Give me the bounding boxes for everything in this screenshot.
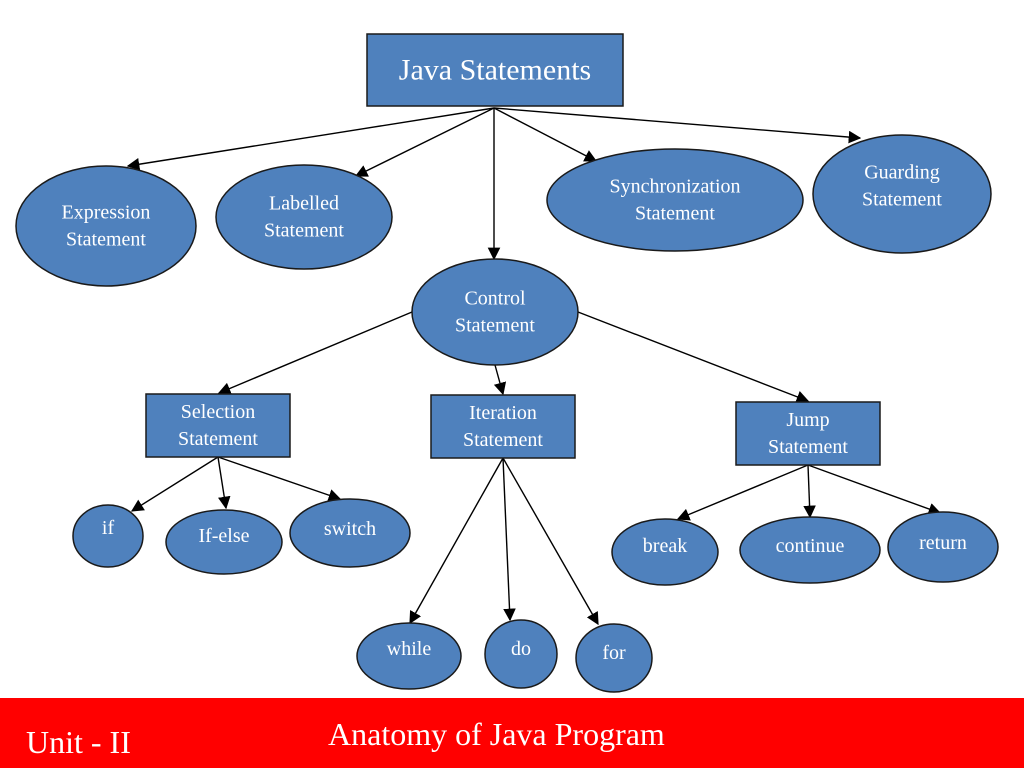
node-switch-shape bbox=[289, 498, 411, 568]
edge-jump-to-continue bbox=[803, 464, 816, 519]
edges bbox=[126, 107, 942, 626]
node-labelled-label: Statement bbox=[264, 220, 344, 242]
node-if: if bbox=[72, 504, 144, 568]
node-control-shape bbox=[411, 258, 579, 366]
node-while-shape bbox=[356, 622, 462, 690]
node-guarding-shape bbox=[812, 134, 992, 254]
node-selection-shape bbox=[145, 393, 291, 458]
footer-title: Anatomy of Java Program bbox=[328, 716, 665, 752]
node-labelled-label: Labelled bbox=[269, 193, 339, 215]
node-continue-label: continue bbox=[776, 535, 845, 557]
node-break: break bbox=[611, 518, 719, 586]
footer-bar: Unit - II Anatomy of Java Program bbox=[0, 698, 1024, 768]
node-synchronization-shape bbox=[546, 148, 804, 252]
java-statements-diagram: Java StatementsExpressionStatementLabell… bbox=[15, 33, 999, 693]
edge-root-to-labelled bbox=[354, 107, 495, 177]
node-return-shape bbox=[887, 511, 999, 583]
footer-unit-label: Unit - II bbox=[26, 724, 131, 760]
edge-root-to-expression bbox=[126, 107, 495, 171]
node-do: do bbox=[484, 619, 558, 689]
node-do-label: do bbox=[511, 638, 531, 660]
node-jump-label: Jump bbox=[786, 409, 829, 431]
edge-root-to-guarding bbox=[493, 107, 862, 144]
edge-jump-to-return bbox=[807, 464, 942, 516]
node-switch-label: switch bbox=[324, 518, 376, 540]
node-if-label: if bbox=[102, 517, 115, 539]
node-while-label: while bbox=[387, 638, 432, 660]
node-selection-label: Statement bbox=[178, 428, 258, 450]
node-while: while bbox=[356, 622, 462, 690]
nodes: Java StatementsExpressionStatementLabell… bbox=[15, 33, 999, 693]
node-return: return bbox=[887, 511, 999, 583]
node-return-label: return bbox=[919, 532, 967, 554]
node-for-label: for bbox=[602, 642, 626, 664]
node-ifelse-label: If-else bbox=[198, 525, 249, 547]
edge-iteration-to-while bbox=[409, 457, 504, 625]
edge-control-to-iteration bbox=[493, 364, 507, 396]
node-iteration-label: Statement bbox=[463, 429, 543, 451]
node-labelled-shape bbox=[215, 164, 393, 270]
node-continue: continue bbox=[739, 516, 881, 584]
node-control-label: Statement bbox=[455, 315, 535, 337]
node-iteration-label: Iteration bbox=[469, 402, 537, 424]
node-ifelse-shape bbox=[165, 509, 283, 575]
edge-control-to-jump bbox=[577, 311, 810, 403]
edge-selection-to-switch bbox=[217, 456, 342, 502]
node-break-label: break bbox=[643, 535, 687, 557]
node-iteration-shape bbox=[430, 394, 576, 459]
node-selection-label: Selection bbox=[181, 401, 255, 423]
node-synchronization-label: Statement bbox=[635, 203, 715, 225]
node-for-shape bbox=[575, 623, 653, 693]
node-if-shape bbox=[72, 504, 144, 568]
edge-selection-to-if bbox=[130, 456, 219, 512]
node-expression-shape bbox=[15, 165, 197, 287]
node-continue-shape bbox=[739, 516, 881, 584]
node-do-shape bbox=[484, 619, 558, 689]
edge-jump-to-break bbox=[676, 464, 809, 521]
edge-root-to-synchronization bbox=[493, 107, 598, 162]
node-root-shape bbox=[366, 33, 624, 107]
node-guarding-label: Guarding bbox=[864, 162, 940, 184]
node-expression-label: Statement bbox=[66, 229, 146, 251]
node-jump-shape bbox=[735, 401, 881, 466]
node-guarding-label: Statement bbox=[862, 189, 942, 211]
node-root-label: Java Statements bbox=[399, 54, 591, 87]
node-jump-label: Statement bbox=[768, 436, 848, 458]
node-root: Java Statements bbox=[366, 33, 624, 107]
node-synchronization-label: Synchronization bbox=[609, 176, 740, 198]
node-switch: switch bbox=[289, 498, 411, 568]
edge-iteration-to-for bbox=[502, 457, 599, 626]
node-ifelse: If-else bbox=[165, 509, 283, 575]
node-expression-label: Expression bbox=[62, 202, 151, 224]
edge-selection-to-ifelse bbox=[217, 456, 231, 510]
node-break-shape bbox=[611, 518, 719, 586]
edge-iteration-to-do bbox=[502, 457, 516, 622]
node-for: for bbox=[575, 623, 653, 693]
node-control-label: Control bbox=[464, 288, 526, 310]
edge-control-to-selection bbox=[217, 311, 413, 395]
